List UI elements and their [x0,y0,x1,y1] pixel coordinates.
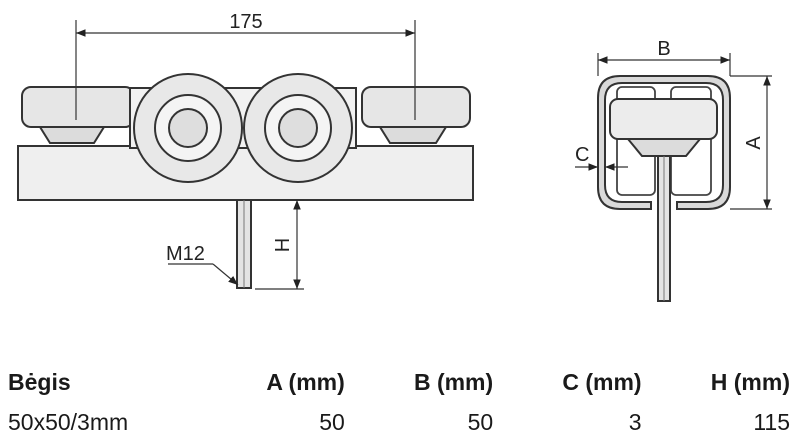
section-roller-hub [625,138,703,157]
dim-a-label: A [743,136,765,150]
header-a: A (mm) [266,368,345,395]
header-c: C (mm) [562,368,642,395]
specs-table: Bėgis A (mm) B (mm) C (mm) H (mm) 50x50/… [8,362,790,442]
right-wheel [243,73,353,183]
left-roller-hub [38,126,106,144]
left-wheel [133,73,243,183]
cell-h: 115 [753,408,790,435]
dim-width-label: 175 [229,11,262,33]
thread-label: M12 [166,243,205,265]
thread-leader-diag [212,263,239,286]
technical-drawing: 175 H M12 B A C [17,11,772,302]
section-view: B A C [575,38,772,302]
right-roller-hub [378,126,448,144]
table-row: 50x50/3mm 50 50 3 115 [8,402,790,442]
header-rail: Bėgis [8,368,71,395]
cell-c: 3 [628,408,642,435]
carriage-bar [17,145,474,201]
rail-profile [597,75,731,210]
header-h: H (mm) [710,368,790,395]
left-guide-roller [21,86,135,128]
dim-h-label: H [272,238,294,252]
side-view: 175 H M12 [17,11,474,290]
section-guide-roller [609,98,718,140]
cell-b: 50 [467,408,494,435]
header-b: B (mm) [413,368,494,395]
table-header-row: Bėgis A (mm) B (mm) C (mm) H (mm) [8,362,790,402]
dim-c-label: C [575,144,589,166]
cell-a: 50 [319,408,345,435]
dim-b-label: B [657,38,670,60]
cell-rail: 50x50/3mm [8,408,129,435]
right-guide-roller [361,86,471,128]
